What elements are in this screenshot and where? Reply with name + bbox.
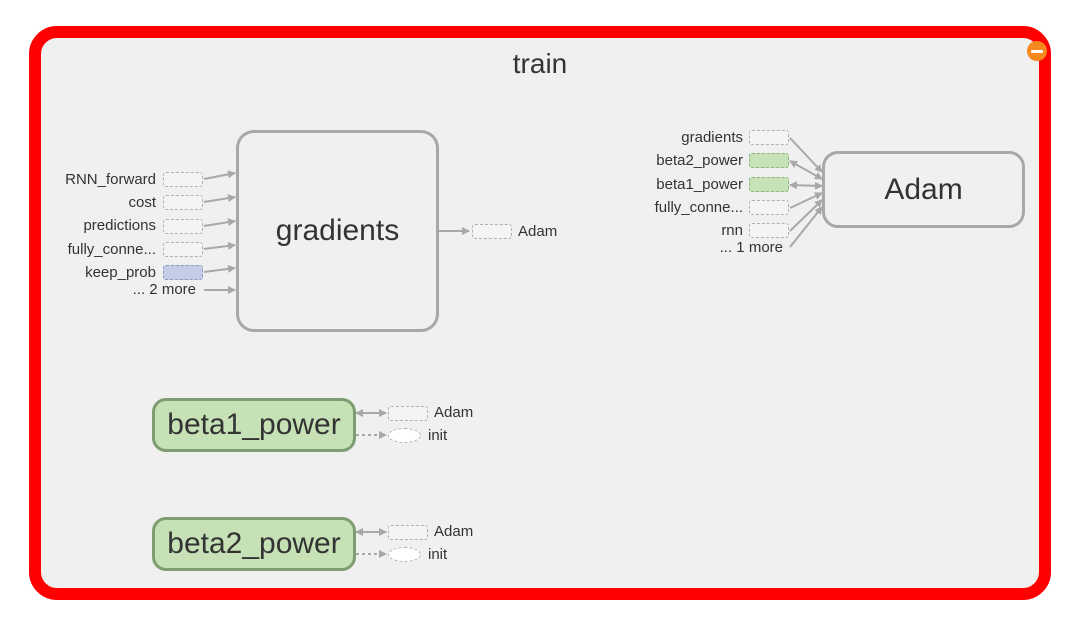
beta1-power-label: beta1_power [167,408,341,441]
beta1-edge-label: Adam [434,404,474,421]
gradients-input-label: RNN_forward [65,171,156,188]
input-stub[interactable] [163,172,203,187]
adam-node-label: Adam [884,172,963,206]
edge-adam-beta2 [789,160,823,180]
edge-adam-gradients [789,137,823,173]
output-stub[interactable] [388,525,428,540]
variable-stub[interactable] [749,177,789,192]
adam-input-label: gradients [681,129,743,146]
output-stub[interactable] [472,224,512,239]
edge-rnn-forward [203,170,236,180]
edge-adam-rnn [789,199,823,232]
adam-input-label: fully_conne... [654,199,743,216]
adam-input-label: beta1_power [656,176,743,193]
gradients-node[interactable]: gradients [236,130,439,332]
beta2-power-node[interactable]: beta2_power [152,517,356,571]
beta2-power-label: beta2_power [167,527,341,560]
adam-input-label: rnn [721,222,743,239]
input-stub[interactable] [163,242,203,257]
edge-adam-fully-connected [789,192,823,209]
beta2-edge-label: Adam [434,523,474,540]
adam-input-label: beta2_power [656,152,743,169]
edge-cost [203,194,236,203]
gradients-output-label: Adam [518,223,558,240]
placeholder-stub[interactable] [163,265,203,280]
input-stub[interactable] [163,219,203,234]
gradients-input-label: keep_prob [85,264,156,281]
gradients-input-label: fully_conne... [67,241,156,258]
beta2-edge-label: init [428,546,448,563]
input-stub[interactable] [749,200,789,215]
edge-keep-prob [203,264,236,273]
input-stub[interactable] [749,223,789,238]
train-scope-frame[interactable] [29,26,1051,600]
edge-adam-beta1 [789,181,823,190]
input-stub[interactable] [163,195,203,210]
init-stub[interactable] [388,428,421,443]
gradients-node-label: gradients [275,214,400,247]
gradients-input-label: predictions [83,217,156,234]
gradients-input-more[interactable]: ... 2 more [132,281,196,298]
edge-adam-more [789,206,823,248]
output-stub[interactable] [388,406,428,421]
edge-fully-connected [203,241,236,250]
adam-node[interactable]: Adam [822,151,1025,228]
gradients-input-label: cost [128,194,156,211]
scope-title: train [512,48,568,79]
variable-stub[interactable] [749,153,789,168]
init-stub[interactable] [388,547,421,562]
edge-predictions [203,218,236,227]
input-stub[interactable] [749,130,789,145]
minus-circle-icon[interactable] [1027,41,1047,61]
adam-input-more[interactable]: ... 1 more [719,239,783,256]
beta1-power-node[interactable]: beta1_power [152,398,356,452]
beta1-edge-label: init [428,427,448,444]
